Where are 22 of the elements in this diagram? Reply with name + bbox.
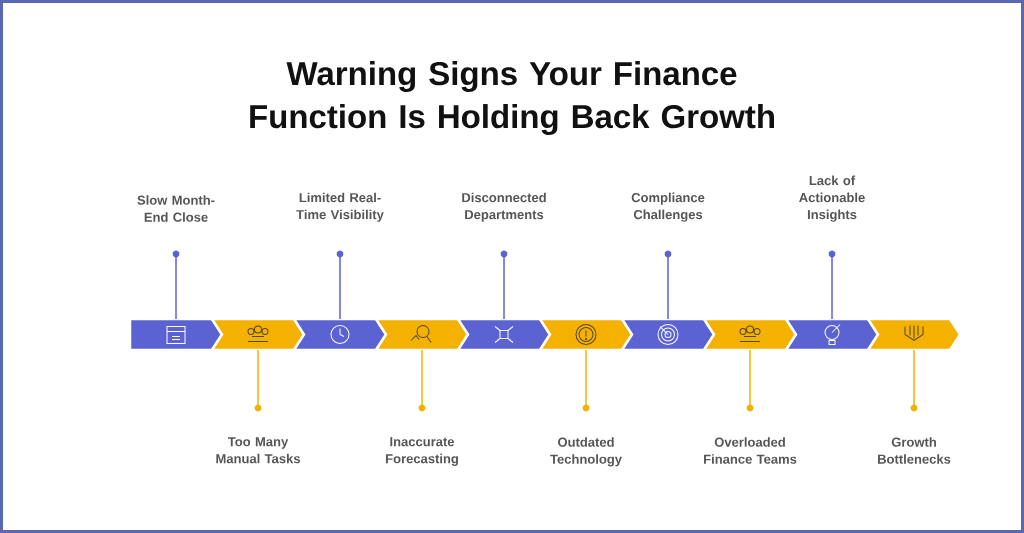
leader-line	[418, 349, 426, 412]
leader-line	[746, 349, 754, 412]
step-label: Outdated Technology	[550, 437, 622, 467]
leader-line	[172, 250, 180, 320]
leader-line	[254, 349, 262, 412]
leader-line	[910, 349, 918, 412]
step-label: Compliance Challenges	[631, 192, 705, 222]
leader-line	[828, 250, 836, 320]
leader-line	[336, 250, 344, 320]
step-label: Slow Month-End Close	[137, 195, 215, 222]
step-label: Overloaded Finance Teams	[704, 437, 797, 464]
leader-line	[582, 349, 590, 412]
title: Warning Signs Your Finance Function Is Holding Back Growth	[250, 61, 774, 135]
chevron-step	[865, 317, 962, 352]
step-label: Too Many Manual Tasks	[216, 437, 300, 464]
leader-line	[664, 250, 672, 320]
step-label: Growth Bottlenecks	[878, 437, 951, 464]
step-label: Lack of Actionable Insights	[799, 175, 865, 222]
step-label: Disconnected Departments	[462, 192, 546, 222]
leader-line	[500, 250, 508, 320]
step-label: Inaccurate Forecasting	[386, 437, 458, 466]
step-label: Limited Real-Time Visibility	[296, 192, 384, 222]
